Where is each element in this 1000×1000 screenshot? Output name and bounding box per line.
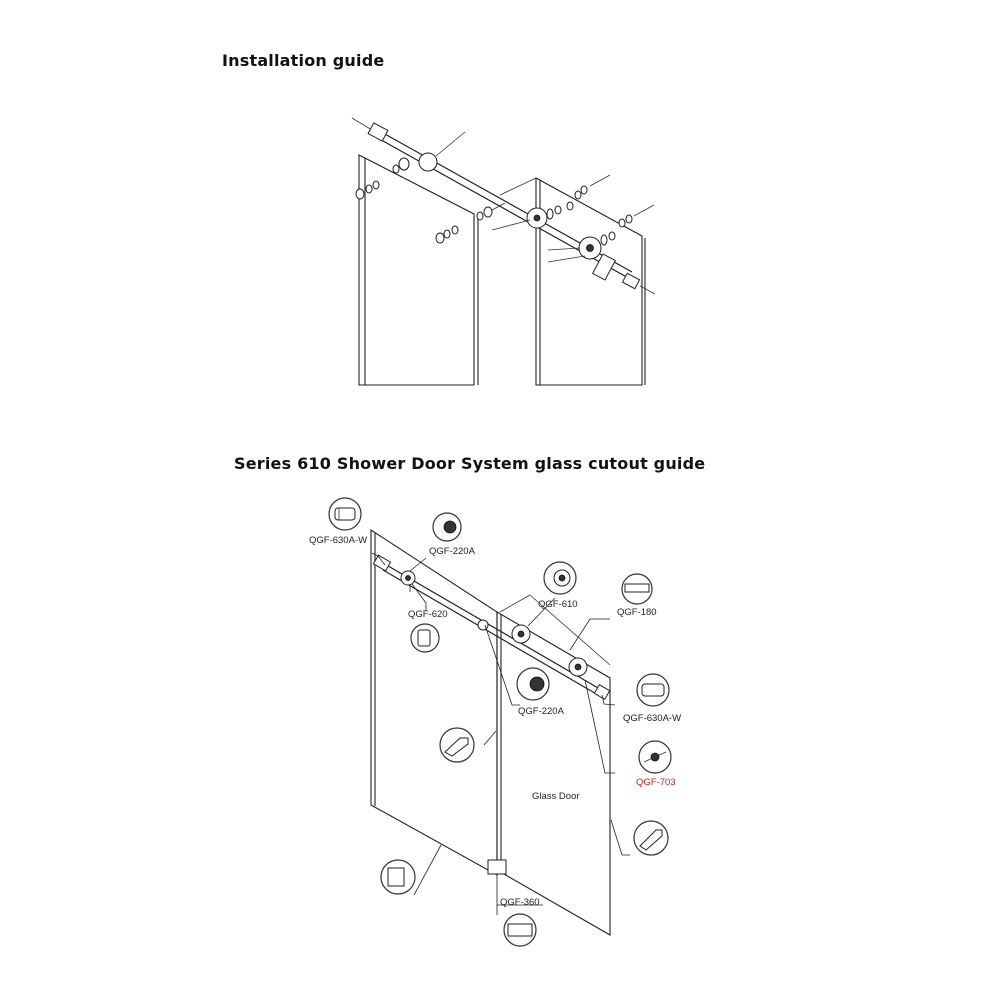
- fixed-panel: [370, 528, 498, 876]
- thumb-profile-strip-left: [439, 727, 475, 763]
- thumb-qgf610: [543, 561, 577, 595]
- rail-tube-lower: [382, 569, 606, 700]
- thumb-qgf630a-w-right: [636, 673, 670, 707]
- label-qgf630a-w-left: QGF-630A-W: [309, 535, 367, 546]
- thumb-qgf220a-top: [432, 512, 462, 542]
- sliding-glass-panel: [499, 177, 646, 386]
- thumb-qgf630a-w-left: [328, 497, 362, 531]
- thumb-qgf360: [503, 913, 537, 947]
- label-qgf703: QGF-703: [636, 777, 676, 788]
- label-qgf220a-top: QGF-220A: [429, 546, 476, 557]
- thumb-bottom-seal: [380, 859, 416, 895]
- label-qgf180: QGF-180: [617, 607, 657, 618]
- label-qgf610: QGF-610: [538, 599, 578, 610]
- cutout-guide-heading: Series 610 Shower Door System glass cuto…: [234, 454, 706, 473]
- rail-tube: [382, 562, 606, 693]
- rail-hardware: [372, 554, 611, 875]
- label-qgf220a-bottom: QGF-220A: [518, 706, 565, 717]
- installation-guide-heading: Installation guide: [222, 51, 385, 70]
- label-qgf620: QGF-620: [408, 609, 448, 620]
- thumb-qgf620: [410, 623, 440, 653]
- label-qgf630a-w-right: QGF-630A-W: [623, 713, 681, 724]
- thumb-profile-strip-right: [633, 820, 669, 856]
- thumb-qgf703: [638, 740, 672, 774]
- thumb-qgf220a-bottom: [516, 667, 550, 701]
- leader-lines: [371, 552, 630, 915]
- label-glass-door: Glass Door: [532, 791, 580, 802]
- fixed-glass-panel: [358, 154, 479, 386]
- glass-door-panel: [496, 594, 611, 936]
- label-qgf360: QGF-360: [500, 897, 540, 908]
- exploded-hardware-icon: [351, 117, 656, 295]
- thumb-qgf180: [621, 573, 653, 605]
